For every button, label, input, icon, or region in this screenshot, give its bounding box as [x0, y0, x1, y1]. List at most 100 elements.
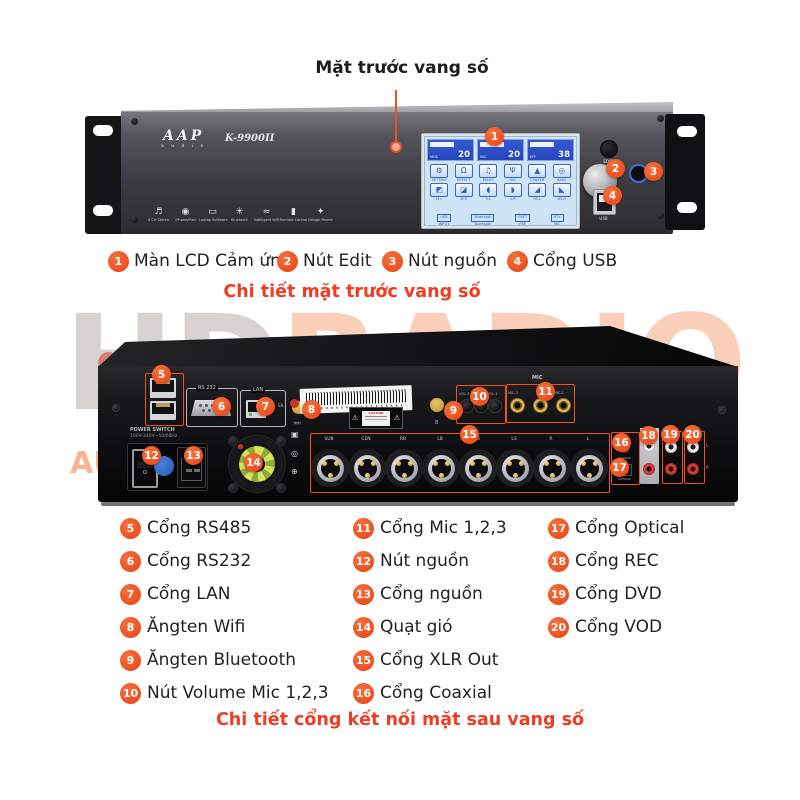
usb-port-label: USB — [599, 216, 608, 221]
legend-label-19: Cổng DVD — [575, 584, 662, 604]
legend-num-13: 13 — [353, 584, 374, 605]
patent-icon: ✦ — [316, 207, 325, 217]
dvd-rca-right[interactable] — [665, 463, 677, 475]
mic3-jack[interactable] — [510, 398, 525, 413]
brand-text: AAP — [162, 128, 205, 144]
callout-15-xlr: 15 — [460, 425, 479, 444]
lcd-music-icon[interactable]: ♫MUSIC — [476, 164, 501, 182]
rec-rca-right[interactable] — [643, 463, 655, 475]
edit-button[interactable] — [600, 140, 618, 158]
legend-label-4: Cổng USB — [533, 251, 618, 271]
lcd-mr-icon[interactable]: ◪M.R — [452, 183, 477, 201]
legend-label-5: Cổng RS485 — [147, 518, 252, 538]
legend-label-14: Quạt gió — [380, 617, 453, 637]
lcd-sl-icon[interactable]: ◖S.L — [476, 183, 501, 201]
feature-wifi: ≈Intelligent WiFi — [253, 207, 280, 222]
model-number: K-9900II — [225, 133, 275, 144]
xlr-label-ls: LS — [511, 437, 517, 442]
meter-effect[interactable]: EFF 38 — [527, 139, 574, 161]
xlr-rs[interactable] — [459, 449, 497, 487]
power-switch-label: POWER SWITCH — [130, 427, 175, 433]
mic1-jack[interactable] — [556, 398, 571, 413]
brand-subtext: a u d i o — [161, 144, 207, 149]
lan-label: LAN — [251, 387, 266, 393]
bluetooth-icon: ✳ — [235, 207, 244, 217]
front-panel-device: AAP a u d i o K-9900II ♬6 CH Stereo ◉iPh… — [85, 96, 705, 238]
feature-icon-row: ♬6 CH Stereo ◉iPhone/iPad ▭Laptop Softwa… — [145, 207, 334, 222]
lcd-setting-icon[interactable]: ⚙SETTING — [430, 164, 449, 182]
lcd-touchscreen[interactable]: MUS 20 MIC 20 EFF 38 — [421, 133, 580, 229]
pointer-line — [395, 90, 397, 142]
legend-num-18: 18 — [548, 551, 569, 572]
legend-label-16: Cổng Coaxial — [380, 683, 492, 703]
legend-label-12: Nút nguồn — [380, 551, 470, 571]
callout-9-bt-antenna: 9 — [444, 401, 463, 420]
legend-label-13: Cổng nguồn — [380, 584, 483, 604]
callout-19-dvd: 19 — [661, 425, 680, 444]
legend-label-3: Nút nguồn — [408, 251, 498, 271]
xlr-r[interactable] — [533, 449, 571, 487]
legend-label-1: Màn LCD Cảm ứng — [134, 251, 292, 271]
legend-label-9: Ăngten Bluetooth — [147, 650, 297, 670]
lcd-sr-icon[interactable]: ◗S.R — [501, 183, 526, 201]
bluetooth-antenna-connector[interactable] — [430, 398, 444, 412]
legend-num-15: 15 — [353, 650, 374, 671]
xlr-rb[interactable] — [385, 449, 423, 487]
callout-5-rs485: 5 — [152, 365, 171, 384]
xlr-l[interactable] — [570, 449, 608, 487]
legend-num-2: 2 — [277, 251, 298, 272]
callout-10-volume: 10 — [470, 387, 489, 406]
mic3-label: MIC-3 — [508, 391, 518, 395]
wifi-icon: ≈ — [262, 207, 271, 217]
lcd-rsr-icon[interactable]: ◣RS.R — [550, 183, 575, 201]
caution-sticker: ⚠ CAUTION ⚠ — [349, 407, 403, 429]
xlr-ls[interactable] — [496, 449, 534, 487]
mic2-jack[interactable] — [533, 398, 548, 413]
brand-logo: AAP a u d i o — [161, 128, 206, 149]
legend-num-10: 10 — [120, 683, 141, 704]
lcd-center-icon[interactable]: ▲CENTER — [528, 164, 547, 182]
lcd-ml-icon[interactable]: ◩M.L — [427, 183, 452, 201]
xlr-sub[interactable] — [311, 449, 349, 487]
xlr-lb[interactable] — [422, 449, 460, 487]
cert-circle-icon: ◎ — [291, 449, 298, 458]
legend-label-2: Nút Edit — [303, 251, 372, 271]
serial-number-label: SN — [278, 403, 284, 408]
front-pointer-label: Mặt trước vang số — [315, 58, 489, 78]
legend-num-5: 5 — [120, 518, 141, 539]
feature-laptop: ▭Laptop Software — [199, 207, 228, 222]
apple-icon: ◉ — [181, 207, 190, 217]
lcd-bass-icon[interactable]: ◎BASS — [550, 164, 575, 182]
vol1-knob[interactable] — [488, 399, 502, 413]
xlr-label-r: R — [549, 437, 553, 442]
vod-rca-left[interactable] — [687, 441, 699, 453]
legend-label-7: Cổng LAN — [147, 584, 231, 604]
callout-12-power-switch: 12 — [142, 446, 161, 465]
warning-triangle-icon: ⚠ — [352, 414, 359, 422]
feature-remote: ▮Remote Control — [280, 207, 308, 222]
legend-num-11: 11 — [353, 518, 374, 539]
vod-rca-right[interactable] — [687, 463, 699, 475]
legend-num-19: 19 — [548, 584, 569, 605]
xlr-label-cen: CEN — [361, 437, 371, 442]
lcd-rsl-icon[interactable]: ◢RS.L — [525, 183, 550, 201]
rs485-port-bottom[interactable] — [150, 401, 176, 420]
xlr-cen[interactable] — [348, 449, 386, 487]
dvd-rca-left[interactable] — [665, 441, 677, 453]
callout-7-lan: 7 — [256, 397, 275, 416]
rs232-label: RS 232 — [196, 385, 218, 391]
legend-label-6: Cổng RS232 — [147, 551, 252, 571]
callout-18-rec: 18 — [639, 426, 658, 445]
meter-music[interactable]: MUS 20 — [427, 139, 474, 161]
cert-ground-icon: ⊕ — [291, 467, 298, 476]
vol1-label: VOL.1 — [487, 392, 498, 396]
legend-num-16: 16 — [353, 683, 374, 704]
warning-triangle-icon: ⚠ — [393, 414, 400, 422]
